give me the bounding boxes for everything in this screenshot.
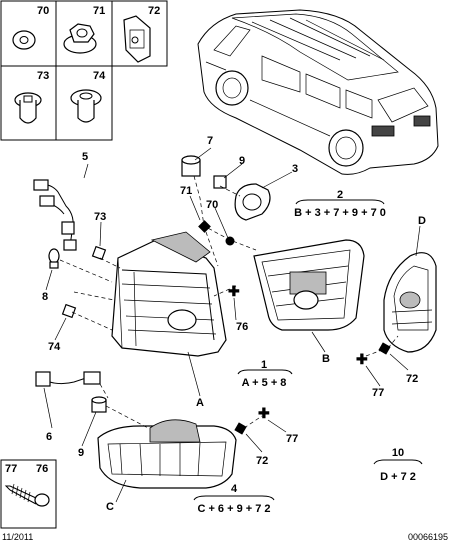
callout-76: 76 xyxy=(236,321,248,333)
marker-77-bottom-cross: ✚ xyxy=(258,405,270,421)
vehicle-illustration xyxy=(197,9,439,175)
callout-letter-c: C xyxy=(106,501,114,513)
inner-lamp-b xyxy=(253,239,365,331)
kit-10-number: 10 xyxy=(392,447,404,459)
marker-70-dot xyxy=(225,236,235,246)
washer-icon xyxy=(12,30,36,50)
callout-77-bottom: 77 xyxy=(286,433,298,445)
wiring-harness-5 xyxy=(33,179,77,251)
callout-letter-a: A xyxy=(196,397,204,409)
callout-70: 70 xyxy=(206,199,218,211)
callout-71: 71 xyxy=(180,185,192,197)
kit-10-formula: D + 7 2 xyxy=(380,471,416,483)
grid-label-71: 71 xyxy=(93,5,105,17)
callout-3: 3 xyxy=(292,163,298,175)
callout-5: 5 xyxy=(82,151,88,163)
callout-72-bottom: 72 xyxy=(256,455,268,467)
callouts: 5 7 9 3 71 70 73 8 76 74 72 77 6 9 77 72… xyxy=(42,135,426,513)
kit-10: 10 D + 7 2 xyxy=(373,447,423,483)
socket-7 xyxy=(181,155,201,177)
callout-74: 74 xyxy=(48,341,61,353)
screw-box-label-76: 76 xyxy=(36,463,48,475)
leader-lines xyxy=(43,147,421,503)
screw-box: 77 76 xyxy=(0,459,57,529)
callout-6: 6 xyxy=(46,431,52,443)
spring-clip-icon xyxy=(123,15,151,63)
callout-9-top: 9 xyxy=(239,155,245,167)
callout-7: 7 xyxy=(207,135,213,147)
callout-9-bottom: 9 xyxy=(78,447,84,459)
callout-letter-b: B xyxy=(322,353,330,365)
socket-9-lower xyxy=(91,396,107,413)
footer-reference: 00066195 xyxy=(408,532,448,542)
fastener-grid: 70 71 72 73 74 xyxy=(0,0,168,141)
callout-letter-d: D xyxy=(418,215,426,227)
reflector-c xyxy=(97,419,237,489)
kit-2-formula: B + 3 + 7 + 9 + 7 0 xyxy=(294,207,386,219)
grid-label-73: 73 xyxy=(37,70,49,82)
grid-label-70: 70 xyxy=(37,5,49,17)
gasket-3 xyxy=(234,183,271,221)
callout-8: 8 xyxy=(42,291,48,303)
screw-box-label-77: 77 xyxy=(5,463,17,475)
kit-4: 4 C + 6 + 9 + 7 2 xyxy=(193,483,275,515)
marker-76-cross: ✚ xyxy=(228,283,240,299)
assembly-lines xyxy=(59,175,399,429)
flange-nut-icon xyxy=(63,23,97,54)
footer-date: 11/2011 xyxy=(2,532,33,542)
callout-73: 73 xyxy=(94,211,106,223)
callout-77-right: 77 xyxy=(372,387,384,399)
kit-1-number: 1 xyxy=(261,359,267,371)
screw-icon xyxy=(4,483,50,507)
grid-label-72: 72 xyxy=(148,5,160,17)
rear-lamp-a xyxy=(111,231,227,357)
callout-72-right: 72 xyxy=(406,373,418,385)
tail-lamp-highlight-icon xyxy=(371,125,395,137)
side-lamp-d xyxy=(383,252,437,353)
kit-2: 2 B + 3 + 7 + 9 + 7 0 xyxy=(294,189,386,219)
bulb-8 xyxy=(48,248,60,269)
kit-1-formula: A + 5 + 8 xyxy=(242,377,287,389)
kit-4-number: 4 xyxy=(231,483,238,495)
marker-72-bottom xyxy=(234,422,247,435)
kit-1: 1 A + 5 + 8 xyxy=(237,359,293,389)
marker-72-right xyxy=(378,342,391,355)
rivet-74-placed xyxy=(61,303,77,319)
marker-77-right-cross: ✚ xyxy=(356,351,368,367)
rivet-icon xyxy=(70,89,102,123)
bulb-9-upper xyxy=(213,175,227,189)
grid-label-74: 74 xyxy=(93,70,106,82)
rivet-73-placed xyxy=(91,245,107,261)
push-rivet-icon xyxy=(14,92,42,124)
kit-4-formula: C + 6 + 9 + 7 2 xyxy=(197,503,270,515)
wiring-harness-6 xyxy=(35,371,101,387)
kit-2-number: 2 xyxy=(337,189,343,201)
